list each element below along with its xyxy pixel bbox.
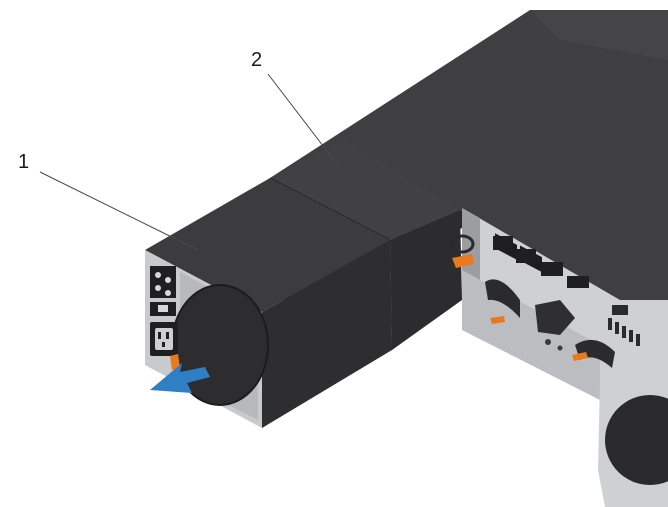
- network-port-4: [567, 276, 589, 288]
- arrow-left-icon: [150, 363, 210, 393]
- psu-side-face: [262, 240, 392, 428]
- chassis-top-highlight: [530, 10, 668, 60]
- module-handle-right: [575, 339, 615, 368]
- psu-handle-tab: [158, 305, 168, 312]
- psu-orange-latch-icon: [170, 354, 180, 370]
- chassis-side-face: [390, 210, 462, 350]
- callout-2-label: 2: [251, 49, 262, 71]
- network-port-3: [541, 262, 563, 276]
- network-port-1: [493, 236, 513, 250]
- psu-top-face: [145, 178, 390, 312]
- ac-power-inlet-icon: [150, 322, 178, 356]
- orange-latch-lower-1: [490, 316, 505, 324]
- orange-latch-lower-2: [572, 352, 588, 361]
- usb-port: [612, 305, 628, 315]
- chassis-top-surface: [270, 10, 668, 320]
- psu-status-panel: [150, 266, 176, 298]
- orange-release-latch-icon: [452, 254, 474, 268]
- status-leds: [608, 318, 640, 346]
- network-port-2: [516, 249, 536, 263]
- callout-2-leader: [267, 73, 344, 173]
- handle-ring: [449, 234, 475, 254]
- lower-module-bay: [462, 270, 600, 400]
- indicator-light-2: [557, 345, 563, 351]
- psu-blank-top: [270, 140, 460, 240]
- module-handle-center: [535, 300, 575, 335]
- callout-1-leader: [39, 171, 199, 251]
- indicator-light: [545, 339, 551, 345]
- callout-1-label: 1: [18, 151, 29, 173]
- module-handle-left: [485, 279, 520, 318]
- lower-fan-grille: [605, 395, 668, 485]
